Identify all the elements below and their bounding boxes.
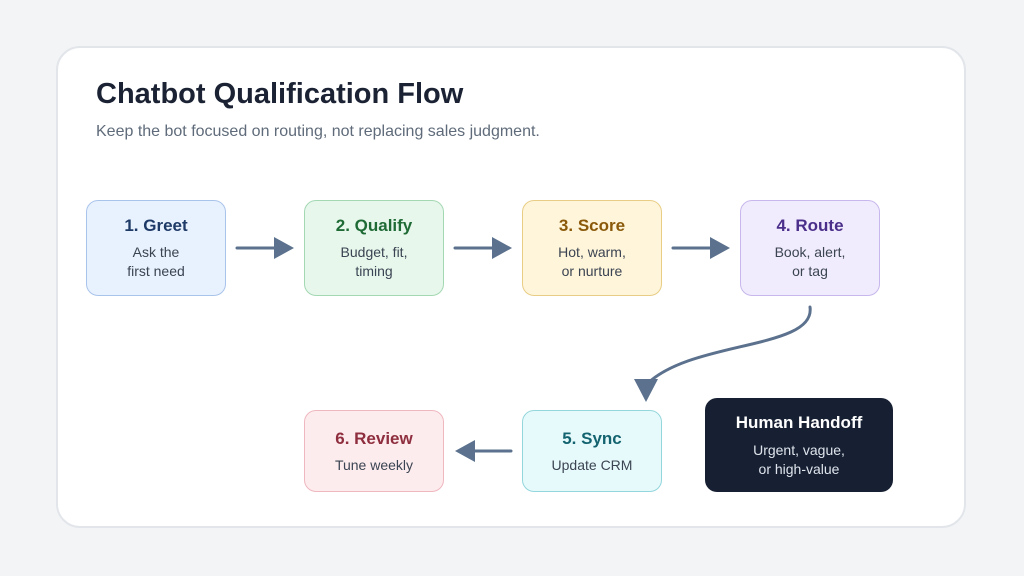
node-review-desc: Tune weekly: [334, 456, 414, 473]
arrowhead-route-to-sync: [634, 379, 658, 402]
node-sync-label: 5. Sync: [562, 428, 622, 448]
node-sync-desc: Update CRM: [551, 456, 633, 473]
node-human-handoff-label: Human Handoff: [735, 412, 863, 432]
node-route-label: 4. Route: [776, 216, 844, 235]
node-qualify-label: 2. Qualify: [335, 216, 413, 235]
node-qualify: 2. Qualify Budget, fit, timing: [304, 200, 444, 296]
node-route: 4. Route Book, alert, or tag: [740, 200, 880, 296]
diagram-title: Chatbot Qualification Flow: [96, 78, 464, 110]
node-sync: 5. Sync Update CRM: [522, 410, 662, 492]
node-qualify-desc: Budget, fit, timing: [340, 244, 408, 279]
node-greet-label: 1. Greet: [124, 216, 188, 235]
node-human-handoff: Human Handoff Urgent, vague, or high-val…: [705, 398, 893, 492]
node-score-label: 3. Score: [558, 216, 626, 235]
arrow-route-to-sync: [644, 305, 812, 387]
node-human-handoff-desc: Urgent, vague, or high-value: [753, 441, 845, 477]
node-review-label: 6. Review: [335, 428, 413, 448]
node-score-desc: Hot, warm, or nurture: [558, 244, 626, 279]
arrowhead-score-to-route: [710, 237, 730, 259]
node-greet: 1. Greet Ask the first need: [86, 200, 226, 296]
diagram-subtitle: Keep the bot focused on routing, not rep…: [96, 123, 540, 140]
node-greet-desc: Ask the first need: [127, 244, 185, 279]
node-score: 3. Score Hot, warm, or nurture: [522, 200, 662, 296]
arrowhead-greet-to-qualify: [274, 237, 294, 259]
arrowhead-qualify-to-score: [492, 237, 512, 259]
arrowhead-sync-to-review: [455, 440, 475, 462]
node-review: 6. Review Tune weekly: [304, 410, 444, 492]
node-route-desc: Book, alert, or tag: [774, 244, 846, 279]
